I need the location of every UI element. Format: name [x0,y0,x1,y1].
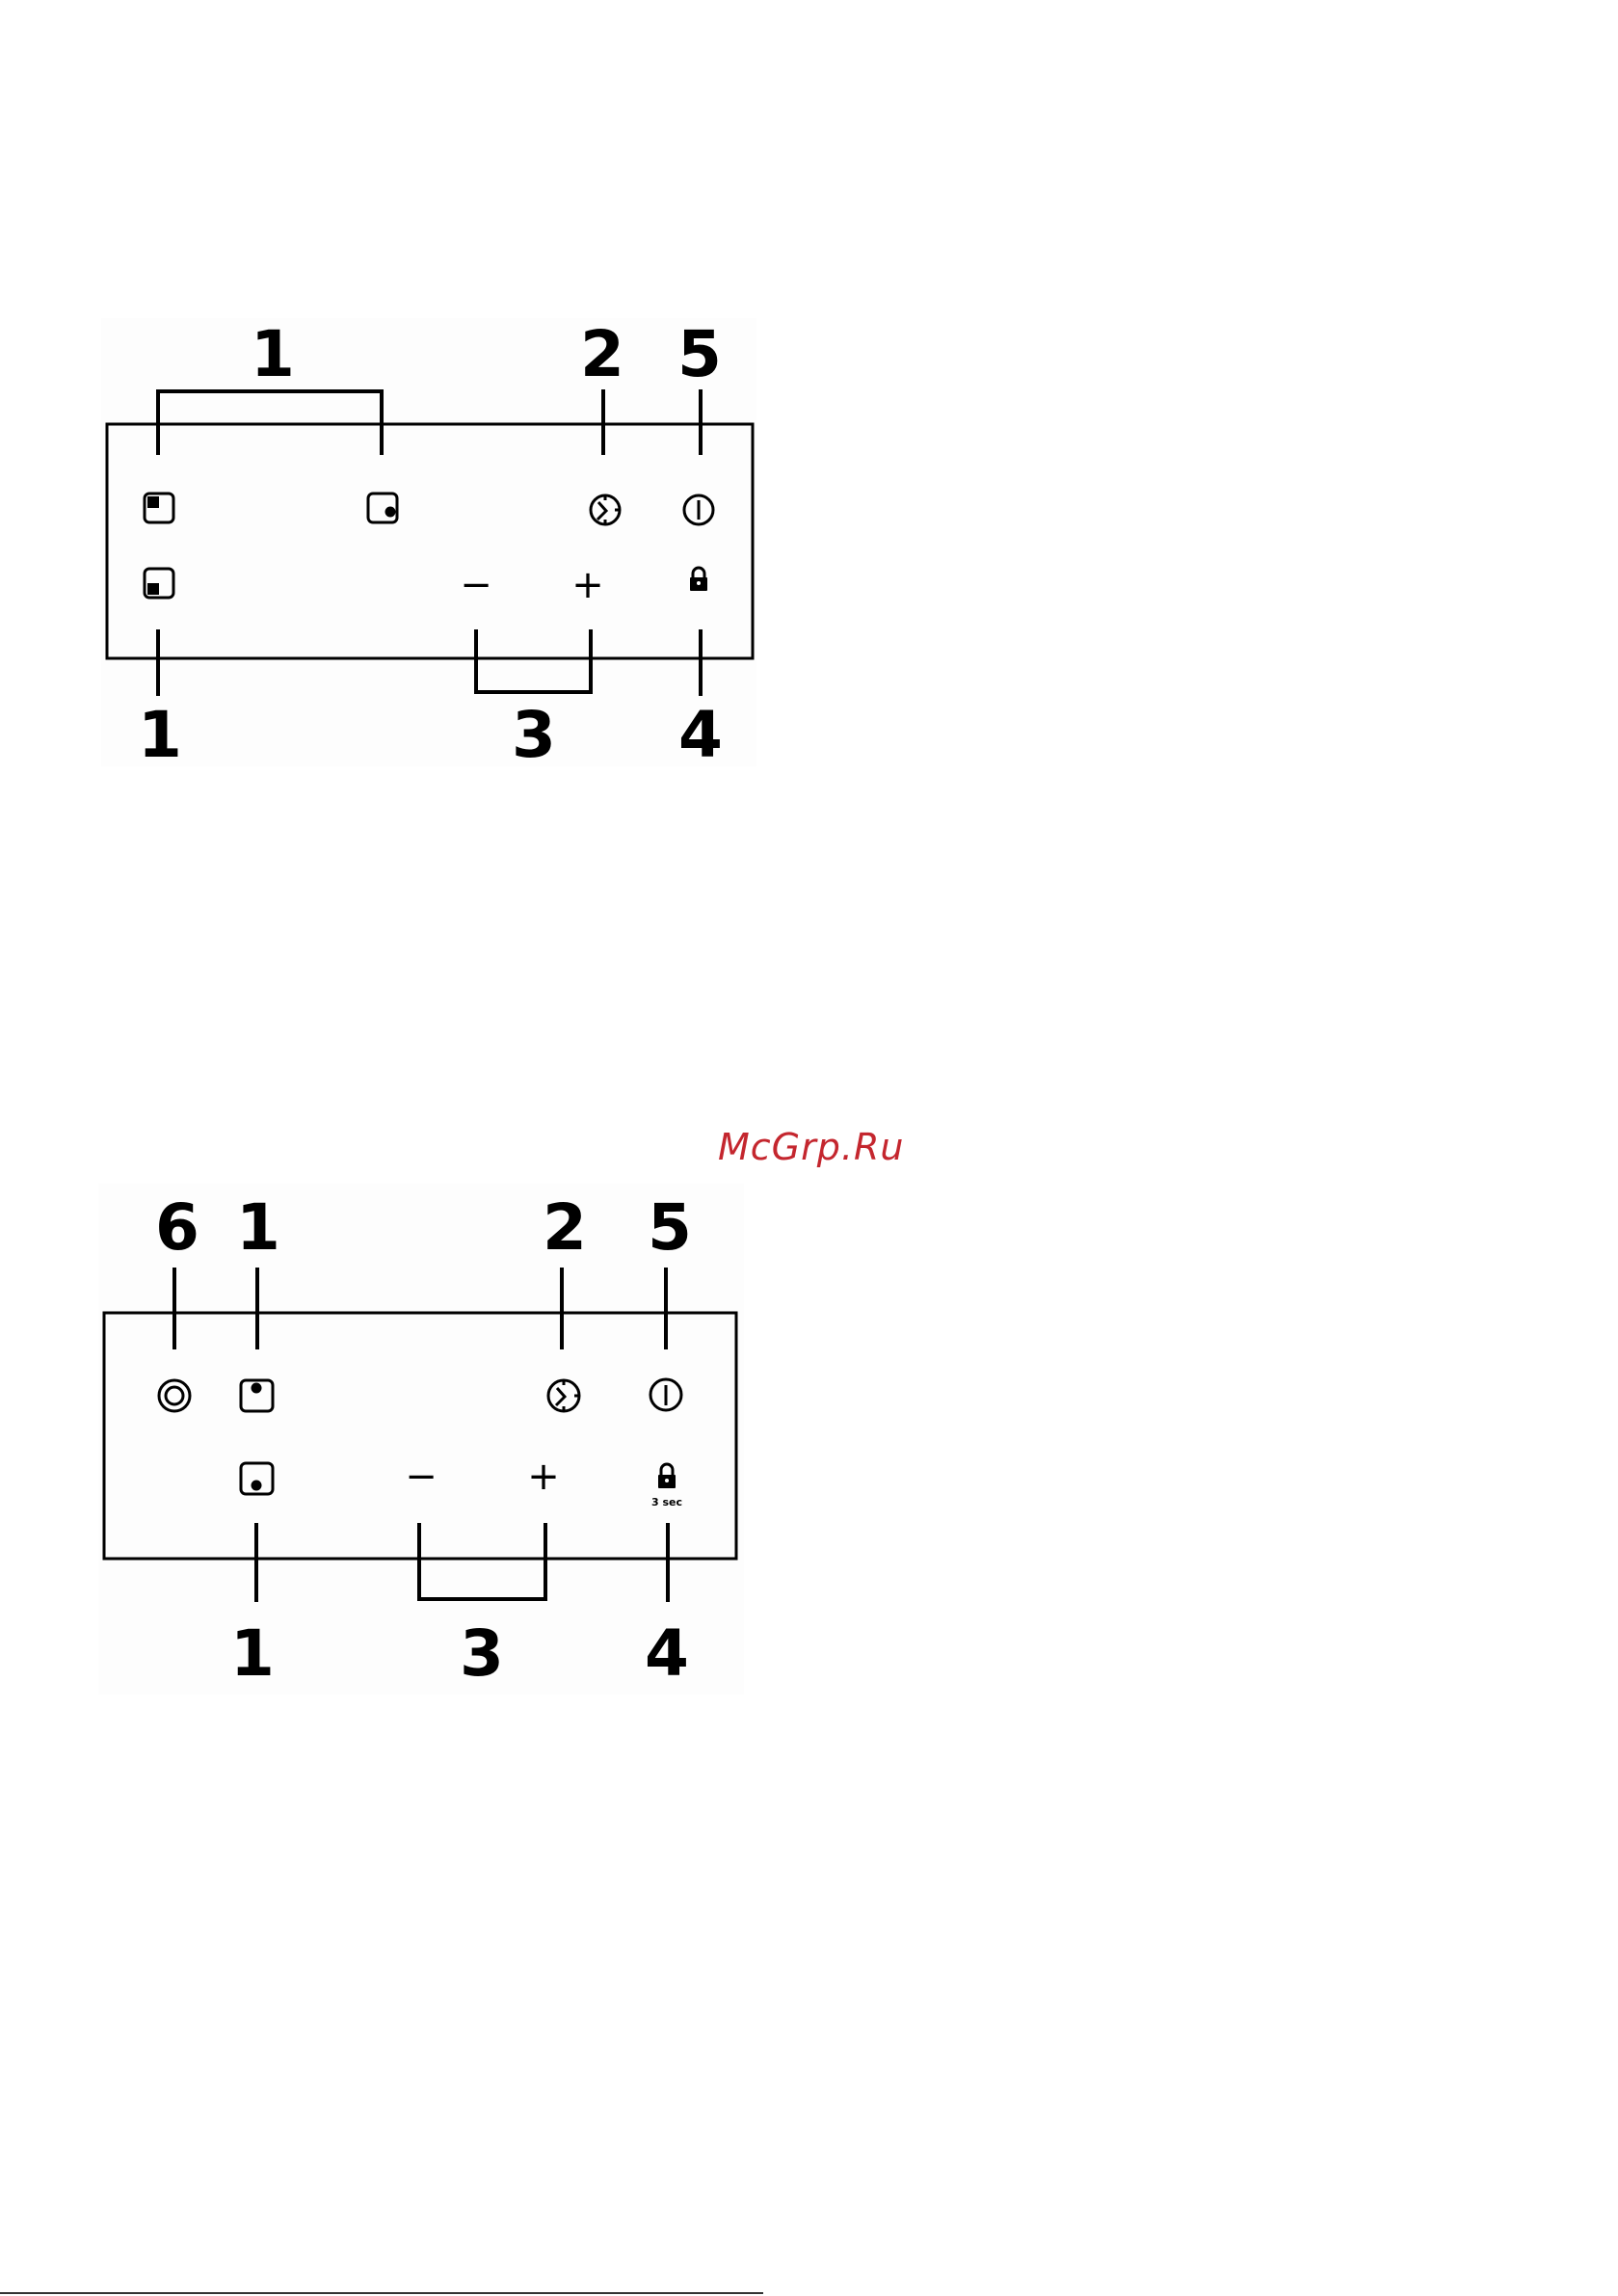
callout-minus-plus: 3 [512,698,556,772]
callout-minus-plus: 3 [460,1616,504,1691]
callout-lock: 4 [678,698,723,772]
footer-rule [0,2292,763,2294]
minus-button[interactable]: − [405,1455,438,1499]
plus-button[interactable]: + [527,1455,560,1499]
callout-timer: 2 [580,317,624,391]
callout-timer: 2 [543,1190,587,1265]
minus-button[interactable]: − [460,563,492,607]
panel-1: 1 2 5 1 3 4 [101,317,756,772]
watermark: McGrp.Ru [718,1126,904,1168]
panel-1-background [101,318,756,766]
callout-power: 5 [677,317,722,391]
callout-zones-top: 1 [251,317,295,391]
callout-zone-bottom: 1 [230,1616,275,1691]
callout-dual-zone: 6 [155,1190,199,1265]
panel-2: 6 1 2 5 1 3 4 [98,1184,744,1695]
callout-zone-top: 1 [236,1190,280,1265]
callout-zone-bottom: 1 [138,698,182,772]
callout-lock: 4 [645,1616,689,1691]
callout-power: 5 [648,1190,692,1265]
lock-duration-label: 3 sec [651,1496,682,1508]
plus-button[interactable]: + [571,563,604,607]
